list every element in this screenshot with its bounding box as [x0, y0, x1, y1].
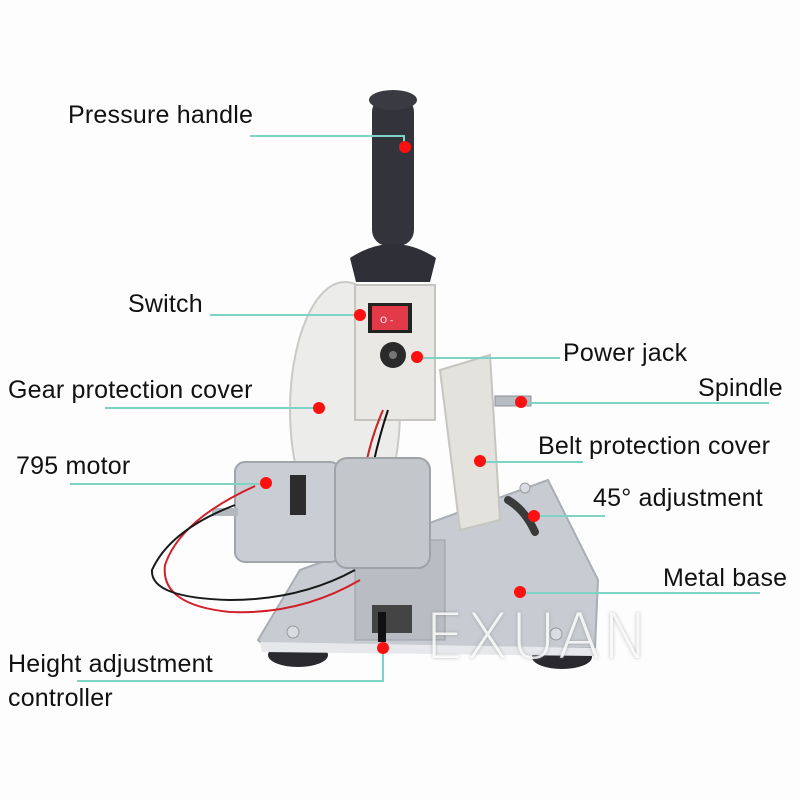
handle-grip-shape: [372, 96, 414, 246]
label-height-adjustment-controller-line2: controller: [8, 684, 113, 712]
label-45-adjustment: 45° adjustment: [593, 484, 763, 512]
leader-power-jack: [418, 357, 560, 359]
leader-belt-protection-cover: [485, 461, 583, 463]
leader-metal-base: [525, 592, 760, 594]
leader-gear-protection-cover: [105, 407, 317, 409]
leader-spindle: [525, 402, 769, 404]
motor-can: [334, 457, 431, 569]
motor-body: [234, 461, 341, 563]
label-gear-protection-cover: Gear protection cover: [8, 376, 253, 404]
marker-belt-protection-cover[interactable]: [474, 455, 486, 467]
label-switch: Switch: [128, 290, 203, 318]
label-795-motor: 795 motor: [16, 452, 131, 480]
leader-switch: [210, 314, 358, 316]
leader-pressure-handle: [250, 135, 405, 137]
leader-45-adjustment: [540, 515, 605, 517]
marker-45-adjustment[interactable]: [528, 510, 540, 522]
label-belt-protection-cover: Belt protection cover: [538, 432, 771, 460]
marker-795-motor[interactable]: [260, 477, 272, 489]
marker-metal-base[interactable]: [514, 586, 526, 598]
leader-height-adjustment-controller: [77, 680, 384, 682]
marker-spindle[interactable]: [515, 396, 527, 408]
belt-protection-cover-shape: [438, 353, 502, 532]
leader-795-motor: [70, 483, 260, 485]
label-spindle: Spindle: [698, 374, 783, 402]
marker-height-adjustment-controller[interactable]: [377, 642, 389, 654]
marker-switch[interactable]: [354, 309, 366, 321]
marker-power-jack[interactable]: [411, 351, 423, 363]
label-power-jack: Power jack: [563, 339, 688, 367]
svg-text:O -: O -: [380, 316, 393, 326]
marker-gear-protection-cover[interactable]: [313, 402, 325, 414]
brand-watermark: EXUAN: [425, 600, 651, 673]
label-pressure-handle: Pressure handle: [68, 101, 254, 129]
spindle-shaft: [494, 395, 532, 407]
label-metal-base: Metal base: [663, 564, 788, 592]
label-height-adjustment-controller: Height adjustment: [8, 650, 213, 678]
marker-pressure-handle[interactable]: [399, 141, 411, 153]
